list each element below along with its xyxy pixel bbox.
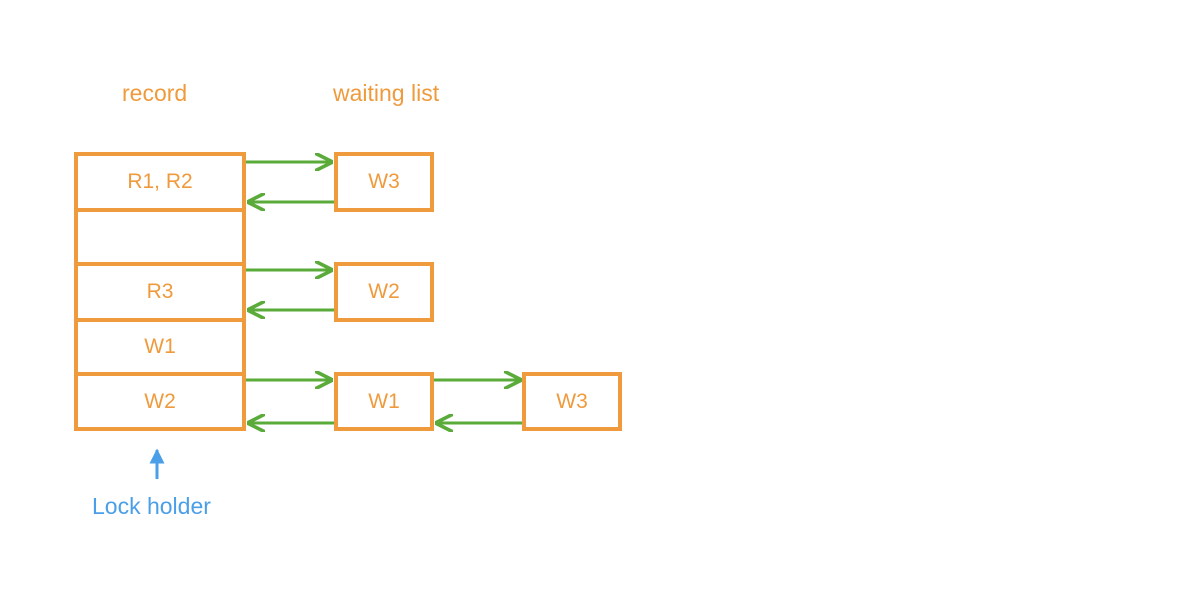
record-slot: W2: [74, 372, 246, 431]
record-slot: W1: [74, 318, 246, 376]
record-heading: record: [122, 80, 188, 106]
record-slot: R3: [74, 262, 246, 322]
lock-holder-label: Lock holder: [92, 493, 211, 519]
waiting-node: W1: [334, 372, 434, 431]
waiting-node: W2: [334, 262, 434, 322]
record-slot: R1, R2: [74, 152, 246, 212]
record-slot: [74, 208, 246, 266]
waiting-list-heading: waiting list: [333, 80, 440, 106]
waiting-node: W3: [334, 152, 434, 212]
waiting-node: W3: [522, 372, 622, 431]
